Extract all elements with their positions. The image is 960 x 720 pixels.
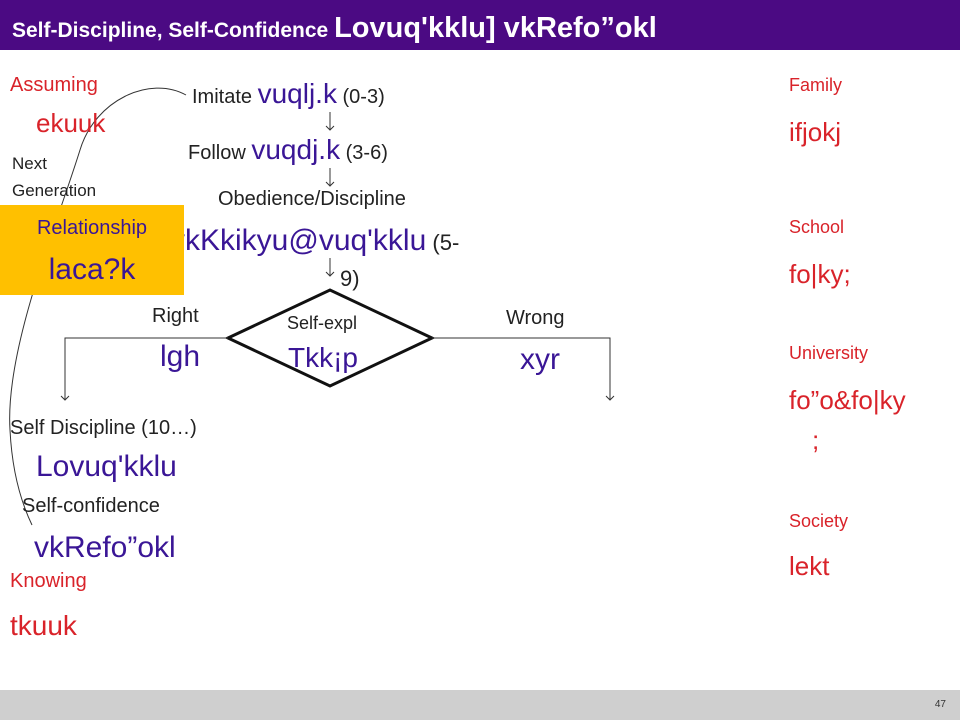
self-confidence-label: Self-confidence <box>22 495 160 517</box>
slide-title: Self-Discipline, Self-Confidence Lovuq'k… <box>12 12 657 45</box>
wrong-label: Wrong <box>506 307 565 329</box>
society-hindi: lekt <box>789 551 830 581</box>
obedience-age-end: 9) <box>340 266 360 291</box>
obedience-hindi: vkKkikyu@vuq'kklu <box>170 224 427 257</box>
imitate-age: (0-3) <box>336 86 385 108</box>
self-confidence-hindi: vkRefo”okl <box>34 531 176 564</box>
follow-age: (3-6) <box>340 142 388 164</box>
arrow-right-branch <box>60 337 228 401</box>
imitate-label: Imitate <box>192 86 258 108</box>
title-english: Self-Discipline, Self-Confidence <box>12 19 335 42</box>
obedience-label: Obedience/Discipline <box>218 188 406 210</box>
follow-hindi: vuqdj.k <box>251 134 341 165</box>
relationship-label: Relationship <box>36 217 148 239</box>
school-label: School <box>789 217 845 237</box>
knowing-label: Knowing <box>10 570 87 592</box>
title-hindi: Lovuq'kklu] vkRefo”okl <box>334 12 657 44</box>
relationship-box: Relationship laca?k <box>0 205 184 295</box>
self-discipline-label: Self Discipline (10…) <box>10 417 197 439</box>
wrong-hindi: xyr <box>520 343 560 376</box>
society-label: Society <box>789 511 849 531</box>
obedience-age-start: (5- <box>426 230 460 255</box>
slide-number: 47 <box>934 699 946 710</box>
imitate-row: Imitate vuqlj.k (0-3) <box>192 78 385 110</box>
family-label: Family <box>789 75 842 95</box>
assuming-hindi: ekuuk <box>36 108 106 138</box>
right-label: Right <box>152 305 199 327</box>
arrow-wrong-branch <box>432 337 615 401</box>
next-generation-line2: Generation <box>12 181 97 200</box>
decision-hindi: Tkk¡p <box>288 342 358 373</box>
decision-label: Self-expl <box>287 313 358 333</box>
obedience-hindi-row: vkKkikyu@vuq'kklu (5- <box>170 224 459 258</box>
university-hindi-end: ; <box>812 425 820 455</box>
school-hindi: fo|ky; <box>789 259 851 289</box>
right-hindi: lgh <box>160 340 201 373</box>
follow-row: Follow vuqdj.k (3-6) <box>188 134 388 166</box>
footer-bar: 47 <box>0 690 960 720</box>
relationship-hindi: laca?k <box>48 253 136 286</box>
university-label: University <box>789 343 869 363</box>
knowing-hindi: tkuuk <box>10 610 77 641</box>
self-discipline-hindi: Lovuq'kklu <box>36 450 177 483</box>
title-bar: Self-Discipline, Self-Confidence Lovuq'k… <box>0 0 960 50</box>
family-hindi: ifjokj <box>789 117 842 147</box>
next-generation-line1: Next <box>12 154 47 173</box>
university-hindi: fo”o&fo|ky <box>789 385 906 415</box>
imitate-hindi: vuqlj.k <box>257 78 337 109</box>
assuming-label: Assuming <box>10 74 98 96</box>
follow-label: Follow <box>188 142 252 164</box>
